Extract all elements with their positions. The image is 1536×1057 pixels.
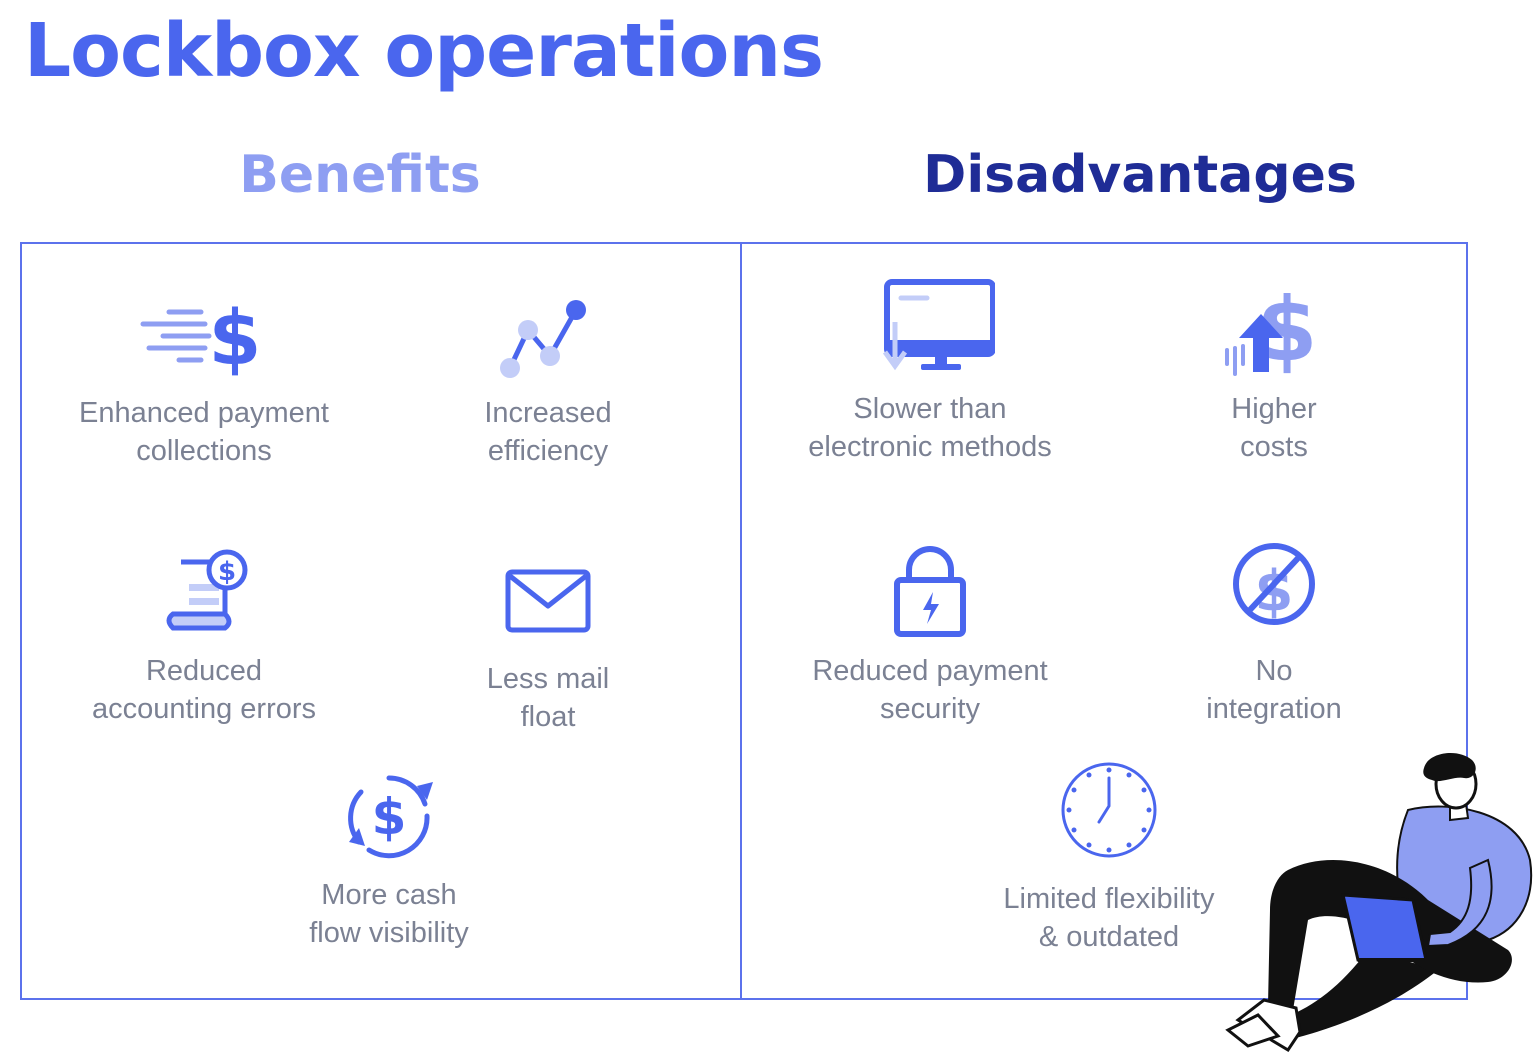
benefit-label: Enhanced payment collections	[79, 397, 329, 467]
benefit-item-cash-visibility: $ More cash flow visibility	[219, 768, 559, 952]
receipt-dollar-icon: $	[166, 549, 248, 631]
monitor-down-icon	[882, 279, 995, 371]
benefit-item-accounting-errors: $ Reduced accounting errors	[34, 548, 374, 728]
dollar-up-icon: $	[1225, 278, 1318, 378]
page-title: Lockbox operations	[24, 8, 824, 94]
disadvantage-item-flexibility: Limited flexibility & outdated	[939, 760, 1279, 956]
disadvantage-label: Higher costs	[1231, 393, 1317, 463]
disadvantage-item-integration: $ No integration	[1104, 540, 1444, 728]
disadvantage-item-higher-costs: $ Higher costs	[1104, 278, 1444, 466]
no-dollar-icon: $	[1233, 543, 1315, 625]
disadvantage-label: Slower than electronic methods	[808, 393, 1052, 463]
person-with-laptop-illustration	[1225, 753, 1533, 1053]
benefit-label: Increased efficiency	[484, 397, 612, 467]
disadvantage-label: Reduced payment security	[812, 655, 1048, 725]
benefit-label: Reduced accounting errors	[91, 655, 317, 725]
benefit-label: Less mail float	[486, 663, 610, 733]
svg-text:$: $	[209, 293, 262, 380]
envelope-icon	[505, 569, 591, 633]
benefit-label: More cash flow visibility	[309, 879, 469, 949]
disadvantage-item-slower: Slower than electronic methods	[760, 276, 1100, 466]
benefit-item-efficiency: Increased efficiency	[378, 290, 718, 470]
clock-icon	[1061, 762, 1157, 858]
disadvantage-label: No integration	[1206, 655, 1342, 725]
benefit-item-payment-collections: $ Enhanced payment collections	[34, 290, 374, 470]
disadvantage-item-security: Reduced payment security	[760, 542, 1100, 728]
benefit-item-mail-float: Less mail float	[378, 560, 718, 736]
trend-line-icon	[500, 300, 586, 378]
svg-text:$: $	[372, 788, 407, 846]
disadvantages-panel	[740, 242, 1468, 1000]
fast-dollar-icon: $	[140, 293, 262, 380]
disadvantage-label: Limited flexibility & outdated	[1003, 883, 1215, 953]
benefits-heading: Benefits	[239, 145, 481, 205]
disadvantages-heading: Disadvantages	[923, 145, 1357, 205]
svg-text:$: $	[218, 557, 236, 587]
lock-icon	[894, 546, 966, 637]
dollar-cycle-icon: $	[348, 775, 433, 859]
